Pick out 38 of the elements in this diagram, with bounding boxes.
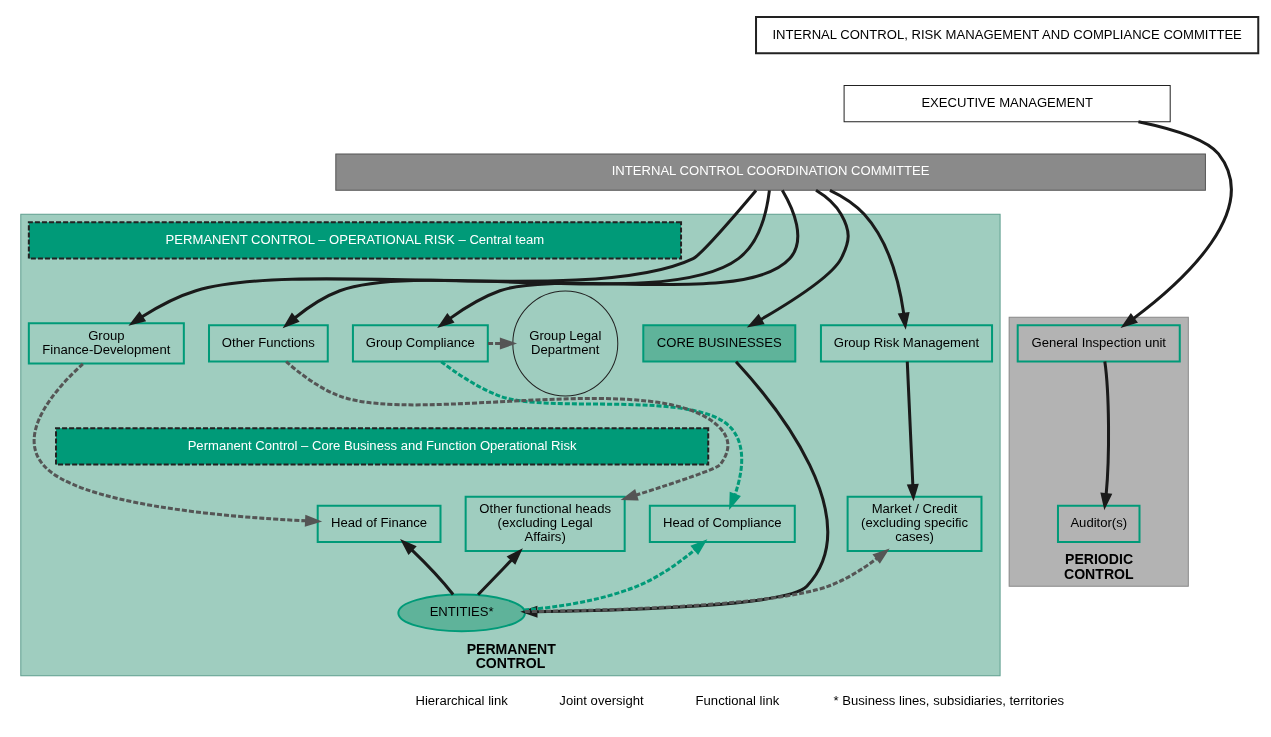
arrow	[524, 539, 708, 612]
node-box: General Inspection unit	[1016, 324, 1181, 363]
arrow	[1100, 361, 1113, 511]
node-box: INTERNAL CONTROL COORDINATION COMMITTEE	[335, 153, 1206, 191]
node-ellipse: ENTITIES*	[397, 593, 526, 633]
arrow	[1120, 120, 1233, 328]
node-box: Head of Finance	[316, 504, 442, 544]
node-box: EXECUTIVE MANAGEMENT	[843, 84, 1171, 123]
legend-label: Joint oversight	[559, 693, 644, 709]
node-box: Permanent Control – Core Business and Function Operational Risk	[55, 427, 710, 466]
arrow	[128, 189, 758, 326]
node-box: Group Finance-Development	[27, 322, 185, 365]
arrow	[746, 189, 850, 328]
node-box: Other functional heads (excluding Legal Affairs)	[464, 495, 626, 553]
arrow	[32, 362, 323, 527]
node-box: Group Compliance	[351, 324, 489, 363]
node-box: Group Risk Management	[819, 324, 994, 363]
arrow	[905, 361, 919, 502]
node-box: Head of Compliance	[648, 504, 796, 544]
arrow	[437, 189, 800, 328]
arrow	[400, 539, 455, 596]
node-box: Market / Credit (excluding specific cases)	[846, 495, 983, 553]
arrow	[525, 548, 890, 614]
arrow	[285, 360, 730, 501]
arrow	[488, 337, 518, 350]
arrow	[440, 360, 744, 510]
legend-label: Functional link	[695, 693, 780, 709]
legend-label: Hierarchical link	[415, 693, 508, 709]
node-box: PERMANENT CONTROL – OPERATIONAL RISK – Central team	[27, 221, 683, 260]
node-circle: Group Legal Department	[512, 290, 619, 397]
node-box: INTERNAL CONTROL, RISK MANAGEMENT AND COMPLIANCE COMMITTEE	[755, 16, 1260, 55]
arrow	[476, 548, 523, 596]
arrow	[829, 188, 910, 330]
node-box: CORE BUSINESSES	[642, 324, 797, 363]
label: * Business lines, subsidiaries, territories	[833, 693, 1064, 709]
node-box: Auditor(s)	[1056, 504, 1141, 544]
arrow	[282, 190, 771, 329]
node-box: Other Functions	[208, 324, 329, 363]
